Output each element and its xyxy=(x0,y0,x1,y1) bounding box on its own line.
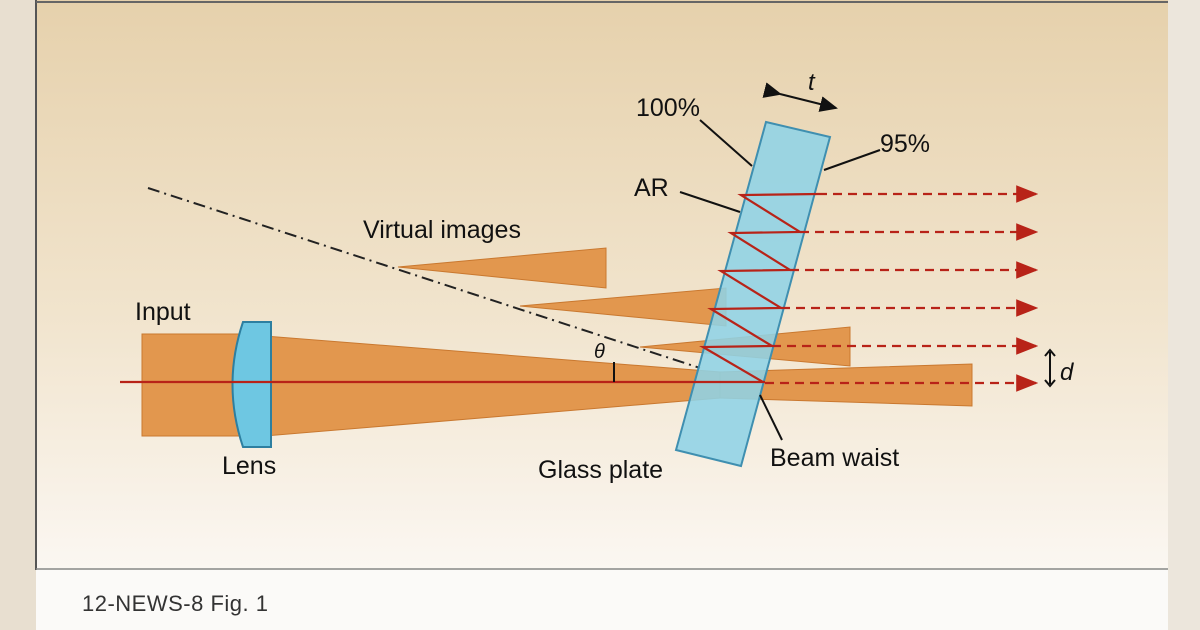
leader-95 xyxy=(823,149,881,171)
d-arrow-down-icon xyxy=(1044,379,1056,388)
d-label: d xyxy=(1060,359,1074,386)
input-beam xyxy=(141,333,245,437)
leader-beam-waist xyxy=(759,394,783,441)
virtual-image-1 xyxy=(397,247,607,289)
glass-plate-label: Glass plate xyxy=(538,456,663,484)
ar-coating-label: AR xyxy=(634,174,669,202)
thickness-arrow xyxy=(762,82,838,112)
lens-label: Lens xyxy=(222,452,276,480)
input-label: Input xyxy=(135,298,191,326)
lens xyxy=(231,321,272,448)
internal-reflection-path xyxy=(699,192,819,383)
reference-axis-line xyxy=(147,187,701,369)
beam-waist-label: Beam waist xyxy=(770,444,899,472)
right-margin xyxy=(1168,0,1200,630)
glass-plate xyxy=(674,120,832,468)
reflectivity-95-label: 95% xyxy=(880,130,930,158)
t-label: t xyxy=(808,69,816,96)
leader-100 xyxy=(699,119,753,167)
caption-bar xyxy=(36,570,1168,630)
leader-ar xyxy=(679,191,741,213)
reflectivity-100-label: 100% xyxy=(636,94,700,122)
left-margin xyxy=(0,0,36,630)
d-arrow-up-icon xyxy=(1044,348,1056,357)
virtual-images-label: Virtual images xyxy=(363,216,521,244)
theta-label: θ xyxy=(594,341,605,363)
figure-caption: 12-NEWS-8 Fig. 1 xyxy=(82,591,269,616)
